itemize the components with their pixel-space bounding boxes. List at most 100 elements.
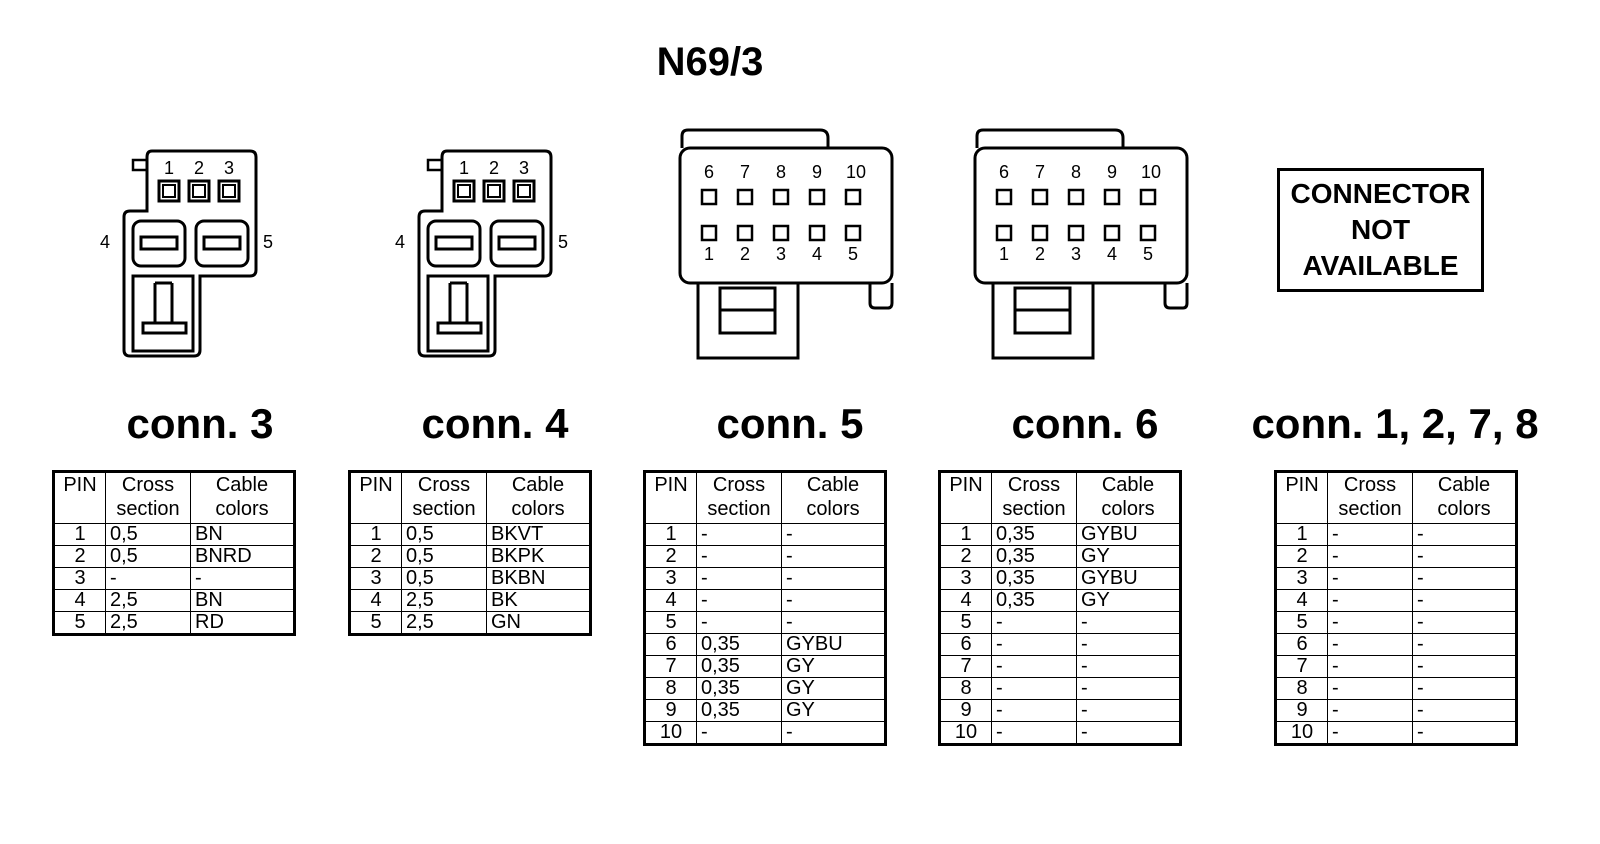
pin-label-7: 7 — [1035, 162, 1045, 182]
cable-color-cell: - — [1076, 677, 1181, 700]
cross-section-cell: - — [105, 567, 191, 590]
pin-label-6: 6 — [704, 162, 714, 182]
cable-color-cell: BN — [190, 589, 295, 612]
cable-color-cell: GYBU — [781, 633, 886, 656]
cable-color-cell: - — [1076, 611, 1181, 634]
cable-color-cell: GY — [781, 677, 886, 700]
cable-color-cell: - — [1412, 523, 1517, 546]
cross-section-cell: 0,35 — [991, 523, 1077, 546]
cable-color-cell: BKBN — [486, 567, 591, 590]
pin-cell: 10 — [939, 721, 992, 745]
pin-cell: 7 — [939, 655, 992, 678]
table-row: 4-- — [1275, 589, 1517, 612]
cross-section-cell: 2,5 — [401, 611, 487, 635]
pin-label-2: 2 — [740, 244, 750, 264]
cross-section-cell: - — [991, 699, 1077, 722]
pin-cell: 2 — [939, 545, 992, 568]
cable-color-cell: - — [190, 567, 295, 590]
header-cross-section-line-1: Cross — [121, 474, 175, 496]
connector-6-drawing: 6 7 8 9 10 1 2 3 4 5 — [973, 128, 1205, 368]
pin-cell: 5 — [1275, 611, 1328, 634]
table-row: 9-- — [1275, 699, 1517, 722]
cross-section-cell: - — [696, 589, 782, 612]
pin-label-2: 2 — [1035, 244, 1045, 264]
not-available-line-3: AVAILABLE — [1302, 250, 1459, 281]
pin-cell: 1 — [53, 523, 106, 546]
cross-section-cell: 0,35 — [696, 699, 782, 722]
cross-section-cell: 0,35 — [696, 655, 782, 678]
cross-section-cell: - — [1327, 611, 1413, 634]
cross-section-cell: - — [1327, 677, 1413, 700]
cable-color-cell: BK — [486, 589, 591, 612]
pin-label-1: 1 — [704, 244, 714, 264]
header-cross-section-line-2: section — [412, 498, 476, 520]
table-row: 7-- — [1275, 655, 1517, 678]
connector-5-svg: 6 7 8 9 10 1 2 3 4 5 — [678, 128, 894, 360]
cable-color-cell: - — [1412, 589, 1517, 612]
pin-label-5: 5 — [1143, 244, 1153, 264]
connector-not-available-box: CONNECTOR NOT AVAILABLE — [1277, 168, 1484, 292]
cable-color-cell: - — [1076, 721, 1181, 745]
pin-cell: 2 — [1275, 545, 1328, 568]
cross-section-cell: 0,35 — [991, 545, 1077, 568]
cable-color-cell: - — [1076, 699, 1181, 722]
pin-cell: 3 — [53, 567, 106, 590]
pin-label-3: 3 — [1071, 244, 1081, 264]
pin-label-1: 1 — [459, 158, 469, 178]
cable-color-cell: - — [781, 545, 886, 568]
header-pin: PIN — [644, 471, 697, 524]
pin-cell: 6 — [644, 633, 697, 656]
pin-label-3: 3 — [776, 244, 786, 264]
header-pin: PIN — [53, 471, 106, 524]
pin-cell: 9 — [1275, 699, 1328, 722]
cable-color-cell: GN — [486, 611, 591, 635]
pin-cell: 8 — [644, 677, 697, 700]
cable-color-cell: BNRD — [190, 545, 295, 568]
cross-section-cell: - — [696, 545, 782, 568]
cable-color-cell: BN — [190, 523, 295, 546]
pin-cell: 4 — [53, 589, 106, 612]
table-row: 6-- — [939, 633, 1181, 656]
header-cable-colors-line-1: Cable — [511, 474, 565, 496]
cable-color-cell: - — [781, 523, 886, 546]
cross-section-cell: - — [991, 611, 1077, 634]
cross-section-cell: 2,5 — [105, 589, 191, 612]
header-cross-section-line-1: Cross — [1343, 474, 1397, 496]
table-row: 8-- — [939, 677, 1181, 700]
pin-label-6: 6 — [999, 162, 1009, 182]
pin-cell: 1 — [1275, 523, 1328, 546]
table-row: 1-- — [644, 523, 886, 546]
cross-section-cell: 0,5 — [401, 545, 487, 568]
pin-label-4: 4 — [395, 232, 405, 252]
cable-color-cell: - — [1412, 721, 1517, 745]
cross-section-cell: - — [1327, 545, 1413, 568]
cross-section-cell: 2,5 — [401, 589, 487, 612]
connector-6-svg: 6 7 8 9 10 1 2 3 4 5 — [973, 128, 1189, 360]
pin-label-10: 10 — [1141, 162, 1161, 182]
table-row: 10-- — [644, 721, 886, 745]
table-row: 3-- — [53, 567, 295, 590]
table-row: 1-- — [1275, 523, 1517, 546]
connector-4-label: conn. 4 — [421, 400, 569, 447]
header-cable-colors-line-2: colors — [215, 498, 269, 520]
table-row: 8-- — [1275, 677, 1517, 700]
header-cable-colors-line-2: colors — [1101, 498, 1155, 520]
cable-color-cell: - — [1412, 677, 1517, 700]
pin-label-8: 8 — [1071, 162, 1081, 182]
cable-color-cell: GY — [1076, 589, 1181, 612]
cable-color-cell: - — [1076, 655, 1181, 678]
table-row: 2-- — [1275, 545, 1517, 568]
